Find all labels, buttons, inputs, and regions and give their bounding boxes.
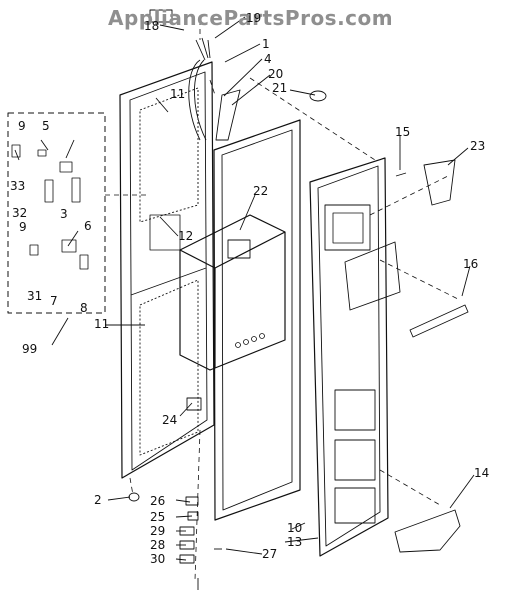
callout-32[interactable]: 32 bbox=[12, 206, 28, 220]
callout-9-b[interactable]: 9 bbox=[19, 220, 27, 234]
callout-10[interactable]: 10 bbox=[287, 521, 303, 535]
callout-21[interactable]: 21 bbox=[272, 81, 288, 95]
leader-lines bbox=[14, 16, 475, 561]
callout-2[interactable]: 2 bbox=[94, 493, 102, 507]
callout-4[interactable]: 4 bbox=[264, 52, 272, 66]
door-gasket bbox=[213, 119, 301, 521]
callout-99[interactable]: 99 bbox=[22, 342, 38, 356]
callout-19[interactable]: 19 bbox=[246, 11, 262, 25]
callout-23[interactable]: 23 bbox=[470, 139, 486, 153]
callout-1[interactable]: 1 bbox=[262, 37, 270, 51]
callout-29[interactable]: 29 bbox=[150, 524, 166, 538]
door-liner bbox=[119, 37, 215, 479]
callout-3[interactable]: 3 bbox=[60, 207, 68, 221]
callout-8[interactable]: 8 bbox=[80, 301, 88, 315]
callout-24[interactable]: 24 bbox=[162, 413, 178, 427]
callout-27[interactable]: 27 bbox=[262, 547, 278, 561]
outer-door-panel bbox=[309, 157, 401, 557]
callout-25[interactable]: 25 bbox=[150, 510, 166, 524]
callout-18[interactable]: 18 bbox=[144, 19, 160, 33]
callout-28[interactable]: 28 bbox=[150, 538, 166, 552]
callout-31[interactable]: 31 bbox=[27, 289, 43, 303]
callout-5[interactable]: 5 bbox=[42, 119, 50, 133]
callout-12[interactable]: 12 bbox=[178, 229, 194, 243]
dispenser-housing bbox=[179, 214, 286, 371]
callout-11-a[interactable]: 11 bbox=[170, 87, 186, 101]
callout-6[interactable]: 6 bbox=[84, 219, 92, 233]
callout-16[interactable]: 16 bbox=[463, 257, 479, 271]
callout-26[interactable]: 26 bbox=[150, 494, 166, 508]
callout-7[interactable]: 7 bbox=[50, 294, 58, 308]
callout-14[interactable]: 14 bbox=[474, 466, 490, 480]
watermark-text: AppliancePartsPros.com bbox=[108, 6, 394, 30]
callout-33[interactable]: 33 bbox=[10, 179, 26, 193]
callout-15[interactable]: 15 bbox=[395, 125, 411, 139]
callout-22[interactable]: 22 bbox=[253, 184, 269, 198]
small-parts bbox=[128, 9, 469, 590]
callout-20[interactable]: 20 bbox=[268, 67, 284, 81]
callout-13[interactable]: 13 bbox=[287, 535, 303, 549]
switch-kit-box bbox=[7, 112, 106, 314]
callout-11-b[interactable]: 11 bbox=[94, 317, 110, 331]
callout-9-a[interactable]: 9 bbox=[18, 119, 26, 133]
callout-30[interactable]: 30 bbox=[150, 552, 166, 566]
